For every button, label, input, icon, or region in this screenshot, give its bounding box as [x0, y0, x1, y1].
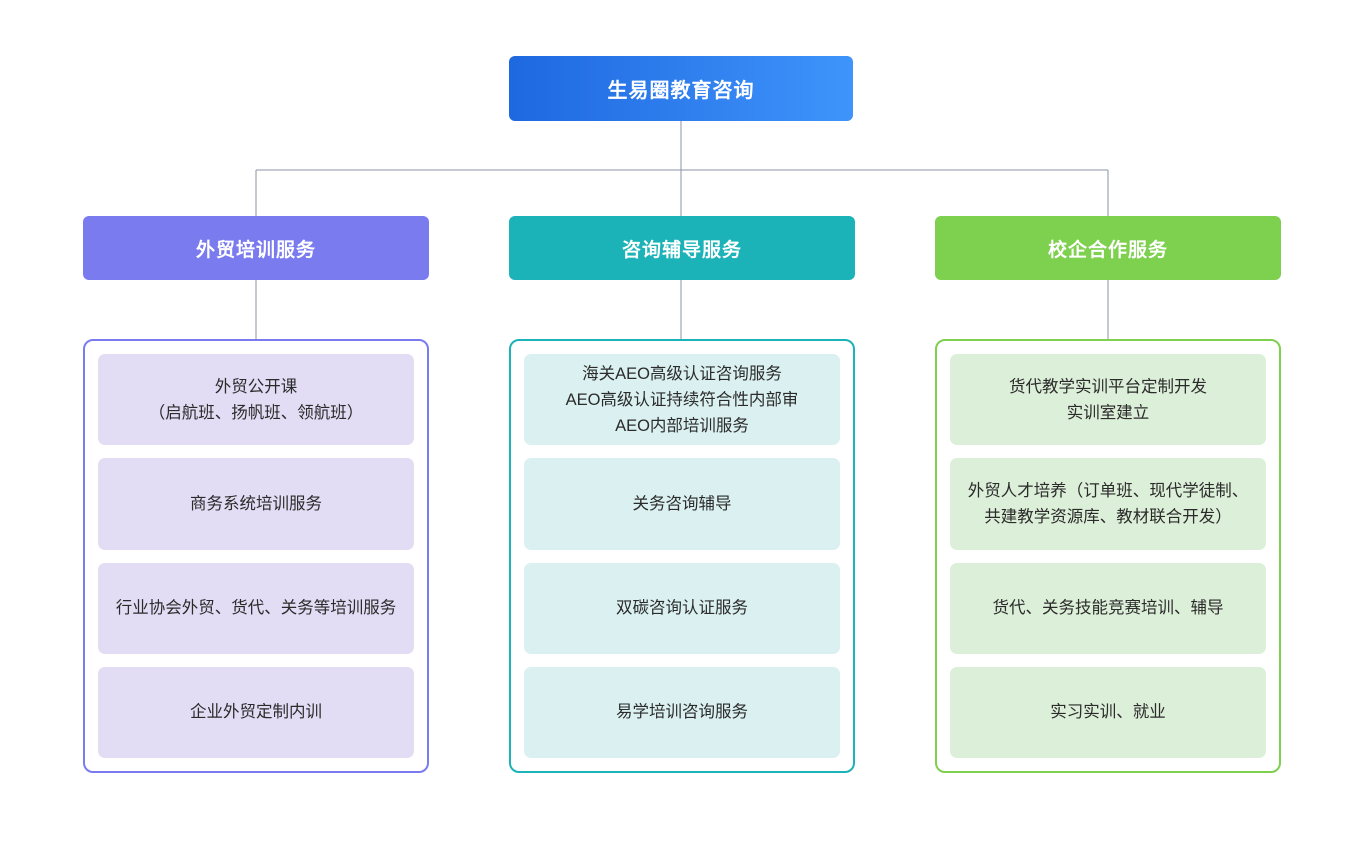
leaf-card-label: 商务系统培训服务 — [190, 494, 322, 513]
leaf-card[interactable]: 实习实训、就业 — [950, 666, 1266, 758]
leaf-card[interactable]: 企业外贸定制内训 — [98, 666, 414, 758]
root-node[interactable]: 生易圈教育咨询 — [509, 56, 853, 121]
branch-foreign-trade-training: 外贸培训服务 外贸公开课 （启航班、扬帆班、领航班） 商务系统培训服务 行业协会… — [83, 216, 429, 773]
branch-header-foreign-trade-training[interactable]: 外贸培训服务 — [83, 216, 429, 280]
leaf-card-label: 外贸人才培养（订单班、现代学徒制、共建教学资源库、教材联合开发） — [967, 481, 1249, 526]
leaf-card[interactable]: 双碳咨询认证服务 — [524, 562, 840, 654]
leaf-card[interactable]: 关务咨询辅导 — [524, 458, 840, 550]
branch-consulting-tutoring: 咨询辅导服务 海关AEO高级认证咨询服务 AEO高级认证持续符合性内部审 AEO… — [509, 216, 855, 773]
leaf-card[interactable]: 货代教学实训平台定制开发 实训室建立 — [950, 354, 1266, 446]
leaf-card-label: 企业外贸定制内训 — [190, 703, 322, 722]
branch-body-consulting-tutoring: 海关AEO高级认证咨询服务 AEO高级认证持续符合性内部审 AEO内部培训服务 … — [509, 339, 855, 773]
root-node-label: 生易圈教育咨询 — [607, 80, 755, 102]
leaf-card[interactable]: 易学培训咨询服务 — [524, 666, 840, 758]
leaf-card-label: 货代、关务技能竞赛培训、辅导 — [992, 599, 1224, 618]
leaf-card-label: 双碳咨询认证服务 — [616, 599, 748, 618]
branch-label: 外贸培训服务 — [195, 239, 316, 261]
leaf-card-label: 实习实训、就业 — [1050, 703, 1166, 722]
leaf-card-label: 外贸公开课 （启航班、扬帆班、领航班） — [148, 377, 364, 422]
branch-body-school-enterprise-cooperation: 货代教学实训平台定制开发 实训室建立 外贸人才培养（订单班、现代学徒制、共建教学… — [935, 339, 1281, 773]
leaf-card-label: 行业协会外贸、货代、关务等培训服务 — [115, 599, 397, 618]
leaf-card[interactable]: 外贸人才培养（订单班、现代学徒制、共建教学资源库、教材联合开发） — [950, 458, 1266, 550]
leaf-card-label: 易学培训咨询服务 — [616, 703, 748, 722]
leaf-card[interactable]: 商务系统培训服务 — [98, 458, 414, 550]
leaf-card-label: 关务咨询辅导 — [632, 494, 732, 513]
leaf-card[interactable]: 海关AEO高级认证咨询服务 AEO高级认证持续符合性内部审 AEO内部培训服务 — [524, 354, 840, 446]
branch-school-enterprise-cooperation: 校企合作服务 货代教学实训平台定制开发 实训室建立 外贸人才培养（订单班、现代学… — [935, 216, 1281, 773]
branch-body-foreign-trade-training: 外贸公开课 （启航班、扬帆班、领航班） 商务系统培训服务 行业协会外贸、货代、关… — [83, 339, 429, 773]
leaf-card[interactable]: 货代、关务技能竞赛培训、辅导 — [950, 562, 1266, 654]
branch-label: 咨询辅导服务 — [621, 239, 742, 261]
branch-header-consulting-tutoring[interactable]: 咨询辅导服务 — [509, 216, 855, 280]
branch-label: 校企合作服务 — [1047, 239, 1168, 261]
leaf-card-label: 货代教学实训平台定制开发 实训室建立 — [1009, 377, 1207, 422]
leaf-card[interactable]: 行业协会外贸、货代、关务等培训服务 — [98, 562, 414, 654]
branch-header-school-enterprise-cooperation[interactable]: 校企合作服务 — [935, 216, 1281, 280]
leaf-card-label: 海关AEO高级认证咨询服务 AEO高级认证持续符合性内部审 AEO内部培训服务 — [565, 364, 799, 435]
leaf-card[interactable]: 外贸公开课 （启航班、扬帆班、领航班） — [98, 354, 414, 446]
